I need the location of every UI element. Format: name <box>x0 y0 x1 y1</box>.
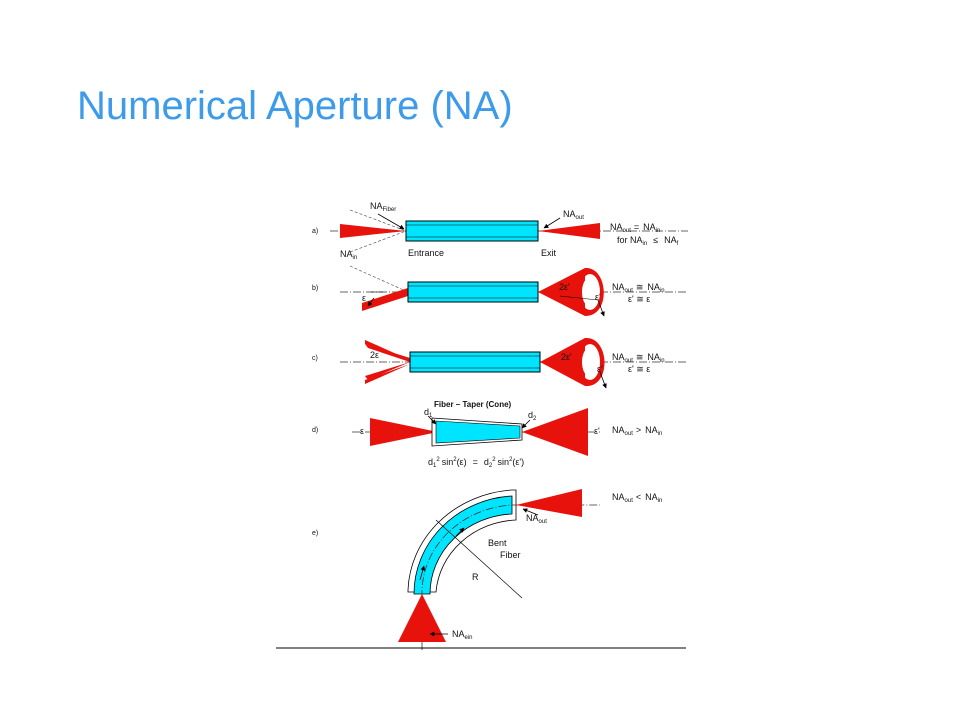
d1-label: d <box>424 407 429 417</box>
svg-text:NAout=NAin: NAout=NAin <box>610 222 660 234</box>
row-e-na-out: NA <box>526 513 539 523</box>
na-in-label: NA <box>340 249 353 259</box>
taper-core <box>435 420 521 444</box>
row-c-left-angle: 2ε <box>370 350 379 360</box>
row-b-eq1: NA <box>612 282 625 292</box>
row-b-left-angle: ε <box>362 293 366 303</box>
fiber-label: Fiber <box>500 550 521 560</box>
row-a-eq1-a: NA <box>610 222 623 232</box>
row-d: d) Fiber – Taper (Cone) d1 d2 ε ε' NAout… <box>312 400 662 469</box>
svg-text:NAein: NAein <box>452 629 473 641</box>
fiber-core-b <box>407 281 539 303</box>
na-out-label: NA <box>563 209 576 219</box>
svg-text:d2: d2 <box>528 410 537 422</box>
row-c-eq1: NA <box>612 352 625 362</box>
row-a: a) NAFiber NAin NAout Entrance Exit NAou… <box>312 201 688 261</box>
input-cone <box>340 224 406 238</box>
output-cone-e <box>516 489 582 517</box>
svg-text:NAout≅NAin: NAout≅NAin <box>612 352 665 364</box>
row-d-letter: d) <box>312 427 318 434</box>
fiber-core-c <box>409 351 541 373</box>
row-c-right-angle: 2ε' <box>561 352 572 362</box>
output-cone <box>538 223 600 239</box>
input-cone-b <box>362 288 408 311</box>
na-out-sub: out <box>576 215 585 221</box>
svg-text:NAFiber: NAFiber <box>370 201 396 213</box>
row-d-left-angle: ε <box>360 426 364 436</box>
na-ein-label: NA <box>452 629 465 639</box>
row-b-right-angle: 2ε' <box>559 282 570 292</box>
row-a-eq2: for NA <box>617 235 643 245</box>
row-b-letter: b) <box>312 285 318 292</box>
radius-label: R <box>472 572 479 582</box>
svg-text:NAin: NAin <box>340 249 357 261</box>
svg-text:NAout≅NAin: NAout≅NAin <box>612 282 665 294</box>
fiber-core <box>405 220 539 242</box>
d2-label: d <box>528 410 533 420</box>
row-e-letter: e) <box>312 530 318 537</box>
na-fiber-sub: Fiber <box>383 207 397 213</box>
input-cone-c-lower <box>365 364 410 384</box>
svg-text:NAout: NAout <box>526 513 547 525</box>
row-d-eq: NA <box>612 425 625 435</box>
row-e-eq: NA <box>612 492 625 502</box>
row-a-letter: a) <box>312 228 318 235</box>
svg-text:d1: d1 <box>424 407 433 419</box>
row-c: c) 2ε 2ε' ε' NAout≅NAin ε' ≅ ε <box>312 337 688 389</box>
na-in-sub: in <box>353 255 358 261</box>
input-cone-c-upper <box>365 344 410 362</box>
row-c-letter: c) <box>312 355 318 362</box>
entrance-label: Entrance <box>408 248 444 258</box>
taper-caption: Fiber – Taper (Cone) <box>434 400 512 409</box>
svg-text:NAout: NAout <box>563 209 584 221</box>
input-cone-e <box>398 594 446 642</box>
bent-label: Bent <box>488 538 507 548</box>
row-c-side-angle: ε' <box>597 364 603 374</box>
exit-label: Exit <box>541 248 557 258</box>
row-b: b) ε 2ε' ε' NAout≅NAin ε' ≅ ε <box>312 265 688 317</box>
output-cone-d <box>522 408 588 456</box>
page-title: Numerical Aperture (NA) <box>77 84 513 128</box>
row-c-eq2: ε' ≅ ε <box>628 364 650 374</box>
input-cone-d <box>370 418 438 446</box>
row-e: e) NAout NAout<NAin Bent Fiber R NAein <box>312 489 662 650</box>
svg-text:NAout>NAin: NAout>NAin <box>612 425 662 437</box>
svg-text:for NAin≤NAf: for NAin≤NAf <box>617 235 679 247</box>
row-b-side-angle: ε' <box>595 292 601 302</box>
row-b-eq2: ε' ≅ ε <box>628 294 650 304</box>
row-d-right-angle: ε' <box>594 426 600 436</box>
na-fiber-label: NA <box>370 201 383 211</box>
svg-text:NAout<NAin: NAout<NAin <box>612 492 662 504</box>
